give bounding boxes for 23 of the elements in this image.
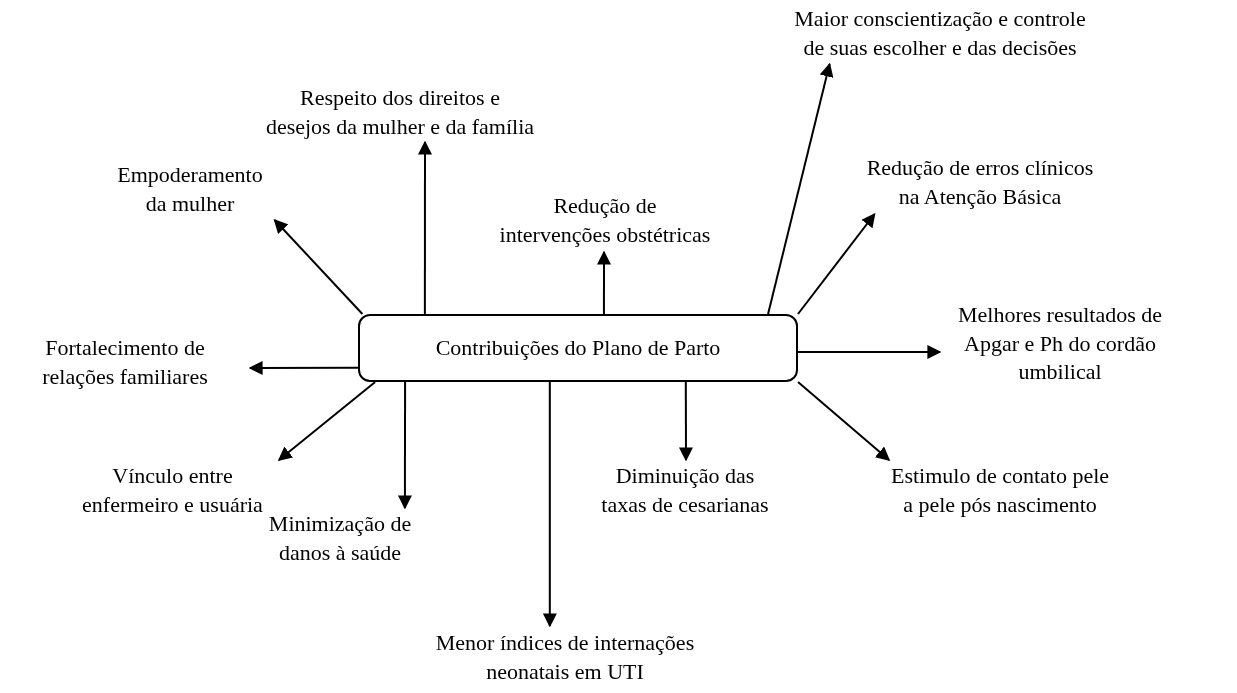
topic-label: Menor índices de internações neonatais em UTI bbox=[380, 626, 750, 690]
topic-label: Maior conscientização e controle de suas escolher e das decisões bbox=[700, 4, 1180, 64]
topic-label: Estimulo de contato pele a pele pós nascimento bbox=[860, 460, 1140, 522]
arrow bbox=[542, 381, 557, 628]
topic-label: Melhores resultados de Apgar e Ph do cordão umbilical bbox=[940, 292, 1180, 396]
arrow bbox=[277, 381, 377, 461]
arrow bbox=[767, 62, 834, 315]
arrow bbox=[797, 345, 942, 359]
topic-label: Redução de erros clínicos na Atenção Básica bbox=[810, 152, 1150, 214]
arrow bbox=[678, 381, 693, 462]
arrow bbox=[418, 140, 432, 315]
central-topic-box: Contribuições do Plano de Parto bbox=[358, 314, 798, 382]
topic-label: Respeito dos direitos e desejos da mulher e da família bbox=[200, 84, 600, 142]
topic-label: Redução de intervenções obstétricas bbox=[480, 190, 730, 252]
arrow bbox=[273, 219, 364, 315]
topic-label: Fortalecimento de relações familiares bbox=[0, 330, 250, 396]
arrow bbox=[248, 361, 359, 375]
arrow bbox=[397, 381, 412, 510]
topic-label: Empoderamento da mulher bbox=[100, 160, 280, 220]
topic-label: Diminuição das taxas de cesarianas bbox=[560, 460, 810, 522]
arrow bbox=[797, 381, 891, 461]
arrow bbox=[597, 250, 611, 315]
arrow bbox=[797, 212, 876, 315]
